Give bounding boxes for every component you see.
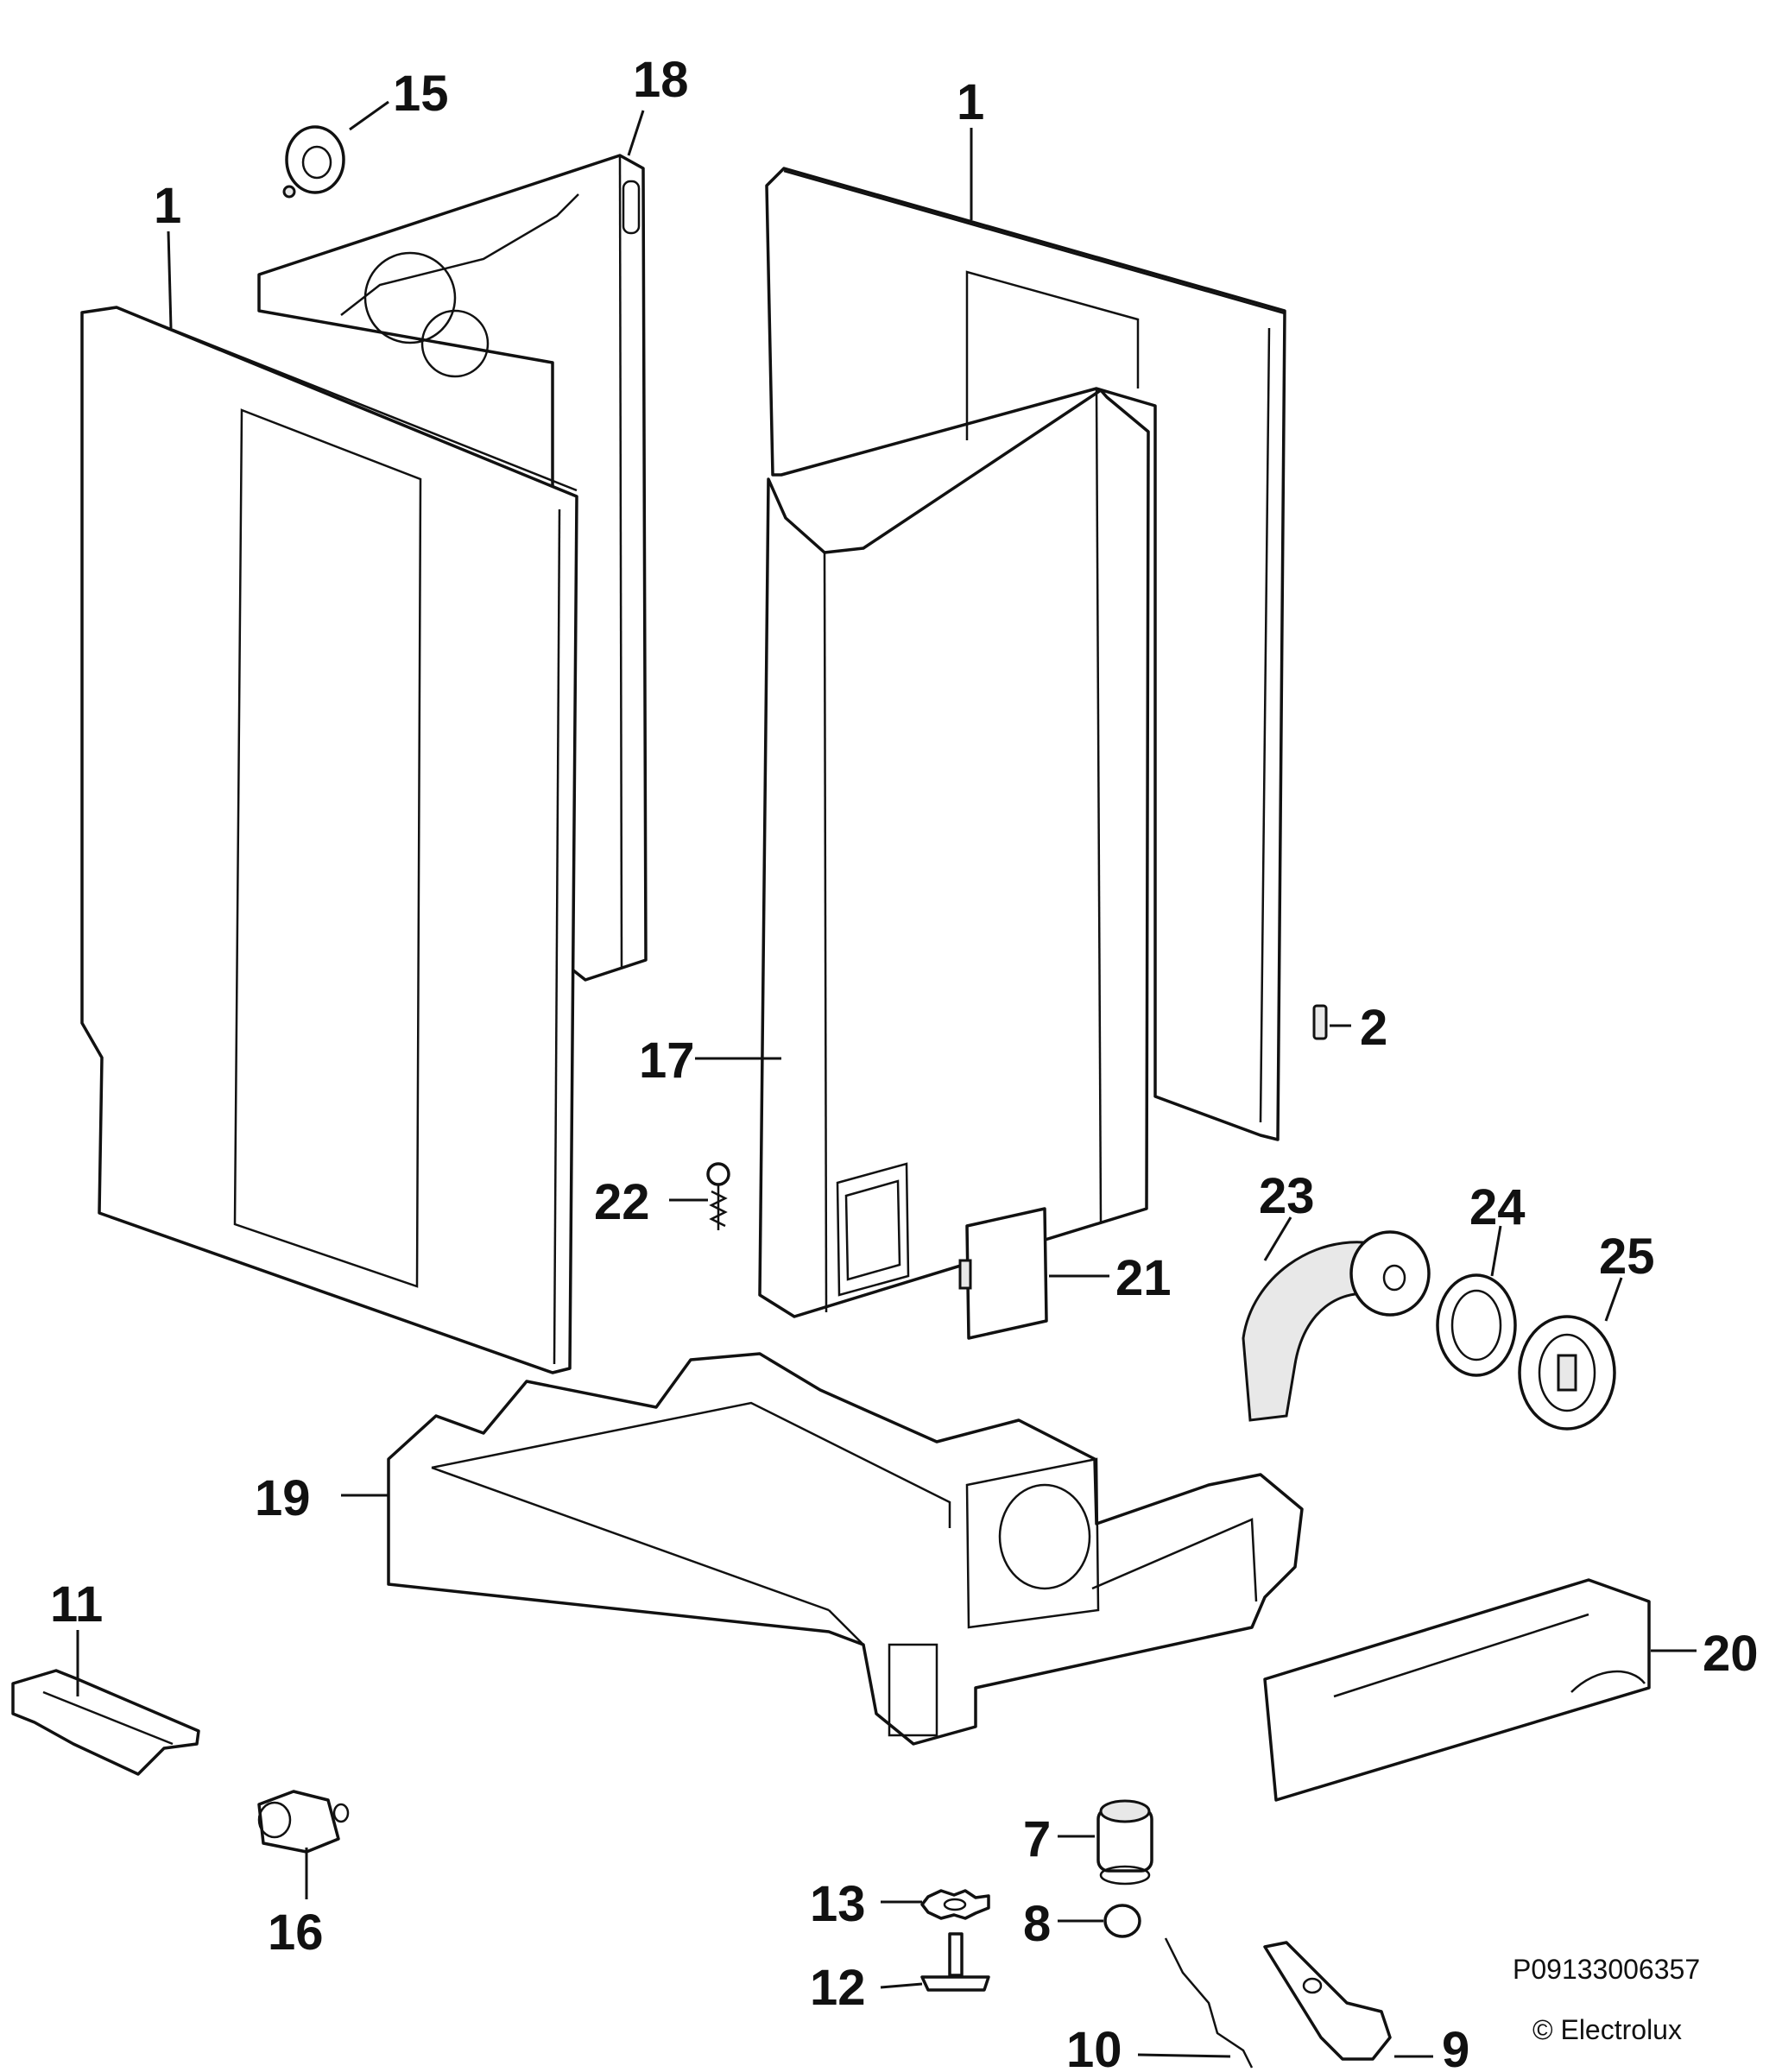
- part-12-leveling-foot: [920, 1932, 990, 1992]
- part-23-hose: [1242, 1230, 1431, 1422]
- part-22-screw: [706, 1162, 730, 1230]
- callout-1-left: 1: [154, 178, 181, 234]
- callout-7: 7: [1023, 1811, 1051, 1867]
- callout-19: 19: [255, 1470, 311, 1526]
- callout-labels: 1 1 18 15 2 17 22 21 23 24 25 19 20 11 1…: [50, 52, 1759, 2072]
- callout-2: 2: [1360, 1000, 1387, 1056]
- callout-12: 12: [810, 1960, 866, 2016]
- callout-24: 24: [1469, 1179, 1526, 1235]
- part-24-ring: [1436, 1273, 1517, 1377]
- callout-18: 18: [633, 52, 689, 108]
- copyright: © Electrolux: [1532, 2014, 1682, 2045]
- callout-8: 8: [1023, 1896, 1051, 1952]
- part-18-back-panel: [257, 154, 648, 982]
- leader-lines: [76, 100, 1697, 2058]
- callout-11: 11: [50, 1576, 103, 1633]
- part-16-foot: [257, 1790, 350, 1854]
- callout-17: 17: [639, 1033, 695, 1089]
- callout-1-right: 1: [957, 74, 984, 130]
- part-1-left-side-panel: [80, 306, 578, 1374]
- part-19-base-frame: [387, 1352, 1304, 1746]
- part-15-bearing-cap: [282, 125, 345, 199]
- part-20-kick-plate: [1263, 1578, 1651, 1802]
- callout-13: 13: [810, 1876, 866, 1932]
- part-13-star-washer: [920, 1889, 990, 1920]
- part-11-bracket: [11, 1669, 200, 1776]
- part-17-front-duct-panel: [758, 388, 1150, 1318]
- callout-9: 9: [1442, 2022, 1469, 2072]
- diagram-code: P09133006357: [1513, 1954, 1700, 1985]
- callout-10: 10: [1066, 2022, 1122, 2072]
- callout-22: 22: [594, 1174, 650, 1230]
- callout-20: 20: [1703, 1626, 1759, 1682]
- part-2-clip: [1312, 1004, 1328, 1040]
- callout-25: 25: [1599, 1229, 1655, 1285]
- part-8-cap: [1103, 1904, 1141, 1938]
- part-1-right-side-panel: [765, 167, 1286, 1141]
- part-10-wire-lever: [1164, 1937, 1254, 2069]
- part-7-bushing: [1096, 1799, 1153, 1886]
- callout-15: 15: [393, 66, 449, 122]
- callout-21: 21: [1115, 1250, 1172, 1306]
- part-21-flap: [958, 1207, 1048, 1340]
- callout-16: 16: [268, 1905, 324, 1961]
- part-25-ring-cap: [1518, 1315, 1616, 1431]
- part-9-handle: [1263, 1941, 1392, 2061]
- callout-23: 23: [1259, 1168, 1315, 1224]
